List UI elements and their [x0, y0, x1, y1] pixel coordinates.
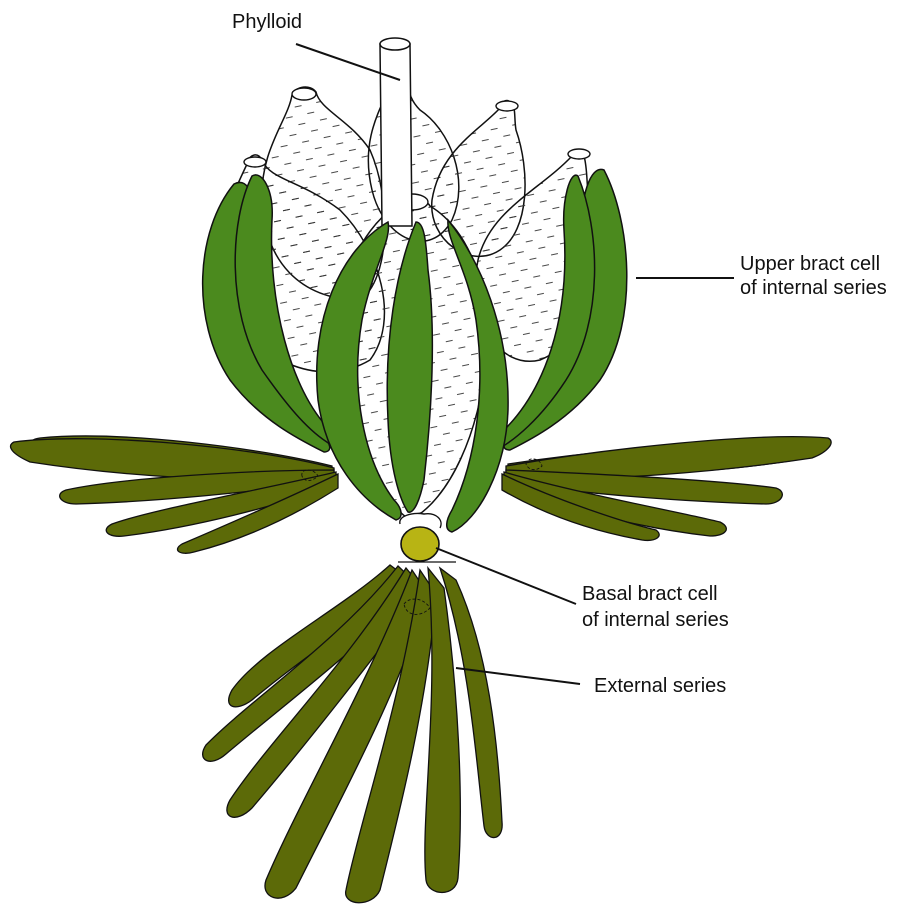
external-series-right	[502, 437, 831, 541]
basal-bract-label-line1: Basal bract cell	[582, 582, 718, 606]
upper-bract-label-line2: of internal series	[740, 276, 887, 300]
external-series-label: External series	[594, 674, 726, 698]
external-series-left	[11, 436, 338, 553]
phylloid-label: Phylloid	[232, 10, 302, 34]
external-series-bottom	[203, 565, 503, 903]
upper-bract-label-line1: Upper bract cell	[740, 252, 880, 276]
phylloid-stem	[380, 38, 412, 226]
basal-bract-label-line2: of internal series	[582, 608, 729, 632]
